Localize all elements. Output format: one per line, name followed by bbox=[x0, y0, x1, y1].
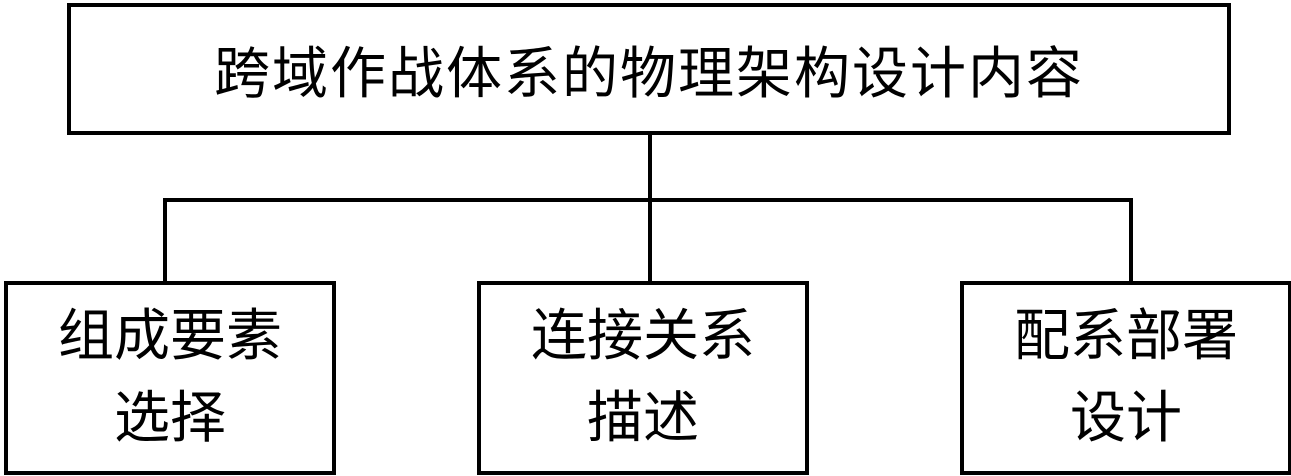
child-node-deployment: 配系部署 设计 bbox=[960, 281, 1291, 475]
child-node-connections-label: 连接关系 描述 bbox=[481, 296, 805, 460]
child-node-components: 组成要素 选择 bbox=[4, 281, 336, 475]
child-node-connections: 连接关系 描述 bbox=[477, 281, 809, 475]
child-node-components-line1: 组成要素 bbox=[58, 304, 282, 369]
child-node-components-line2: 选择 bbox=[114, 386, 226, 451]
child-node-components-label: 组成要素 选择 bbox=[8, 296, 332, 460]
root-node: 跨域作战体系的物理架构设计内容 bbox=[67, 3, 1231, 135]
child-node-deployment-label: 配系部署 设计 bbox=[964, 296, 1288, 460]
child-node-connections-line1: 连接关系 bbox=[531, 304, 755, 369]
child-node-deployment-line1: 配系部署 bbox=[1014, 304, 1238, 369]
child-node-connections-line2: 描述 bbox=[587, 386, 699, 451]
child-node-deployment-line2: 设计 bbox=[1070, 386, 1182, 451]
root-node-label: 跨域作战体系的物理架构设计内容 bbox=[214, 41, 1084, 107]
